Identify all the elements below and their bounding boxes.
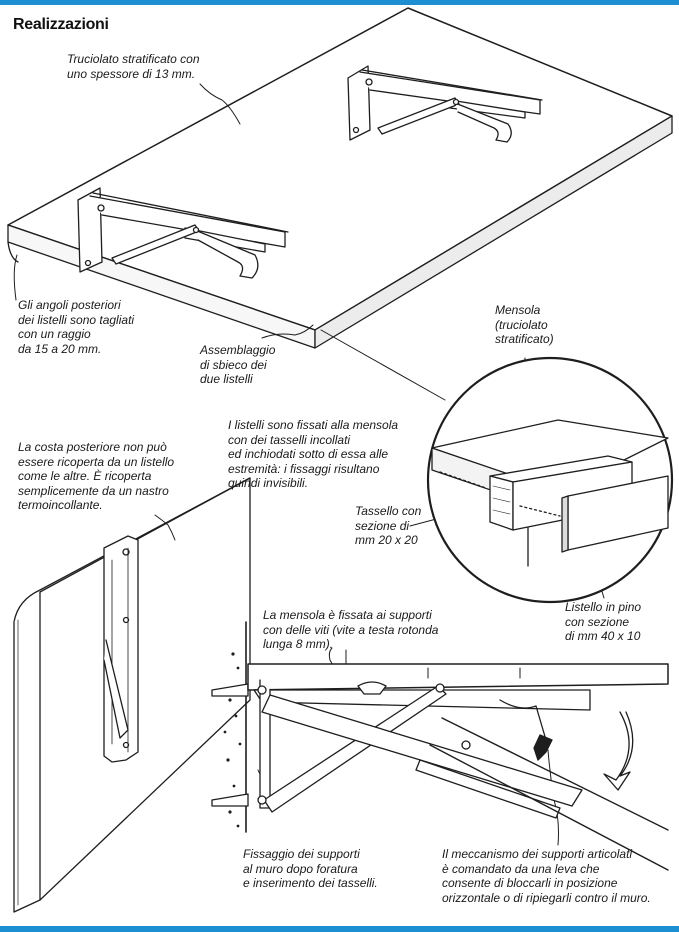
back-edge-drawing: [13, 477, 251, 913]
detail-circle-drawing: [426, 356, 674, 604]
bracket-front-drawing: [77, 187, 289, 279]
bottom-accent-bar: [0, 926, 679, 932]
top-accent-bar: [0, 0, 679, 5]
bracket-back-drawing: [347, 65, 543, 143]
page-title: Realizzazioni: [13, 16, 109, 33]
bracket-mechanism-drawing: [211, 621, 669, 871]
